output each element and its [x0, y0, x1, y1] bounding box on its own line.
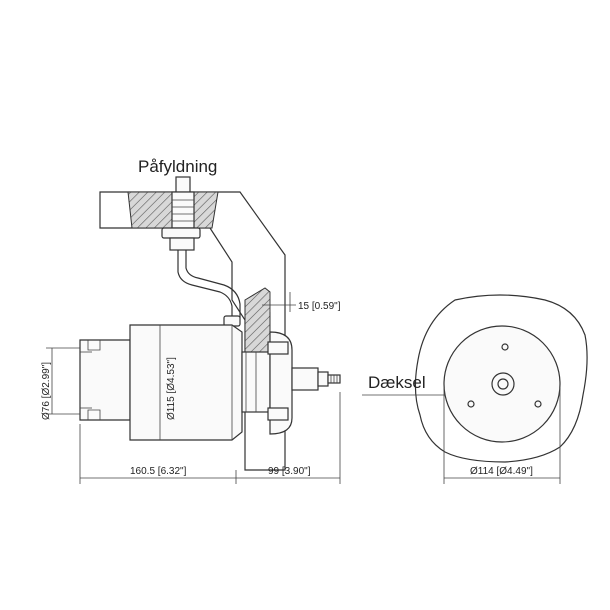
center-shaft-inner: [497, 378, 509, 390]
side-view: 15 [0.59"] Ø76 [Ø2.99"] Ø115 [Ø4.53"] 16…: [41, 157, 341, 484]
filling-bolt: [161, 176, 201, 251]
dim-dia-114: Ø114 [Ø4.49"]: [470, 466, 533, 477]
panel-cutout-outline: [414, 294, 588, 463]
output-shaft: [291, 367, 341, 391]
dim-length-160: 160.5 [6.32"]: [130, 466, 187, 477]
pump-rear-cap: [79, 339, 131, 421]
pump-front-cover: [241, 331, 293, 435]
front-view: Dæksel Ø114 [Ø4.49"]: [362, 294, 588, 484]
bolt-hole-right: [534, 400, 542, 408]
filling-pipe: [177, 250, 233, 318]
label-cover: Dæksel: [368, 373, 426, 392]
pump-main-body: [129, 324, 243, 441]
dim-depth-15: 15 [0.59"]: [298, 301, 341, 312]
bolt-hole-left: [467, 400, 475, 408]
dim-dia-76: Ø76 [Ø2.99"]: [41, 362, 52, 420]
label-filling: Påfyldning: [138, 157, 217, 176]
dim-dia-115: Ø115 [Ø4.53"]: [166, 357, 177, 420]
bolt-hole-top: [501, 343, 509, 351]
dim-length-99: 99 [3.90"]: [268, 466, 311, 477]
